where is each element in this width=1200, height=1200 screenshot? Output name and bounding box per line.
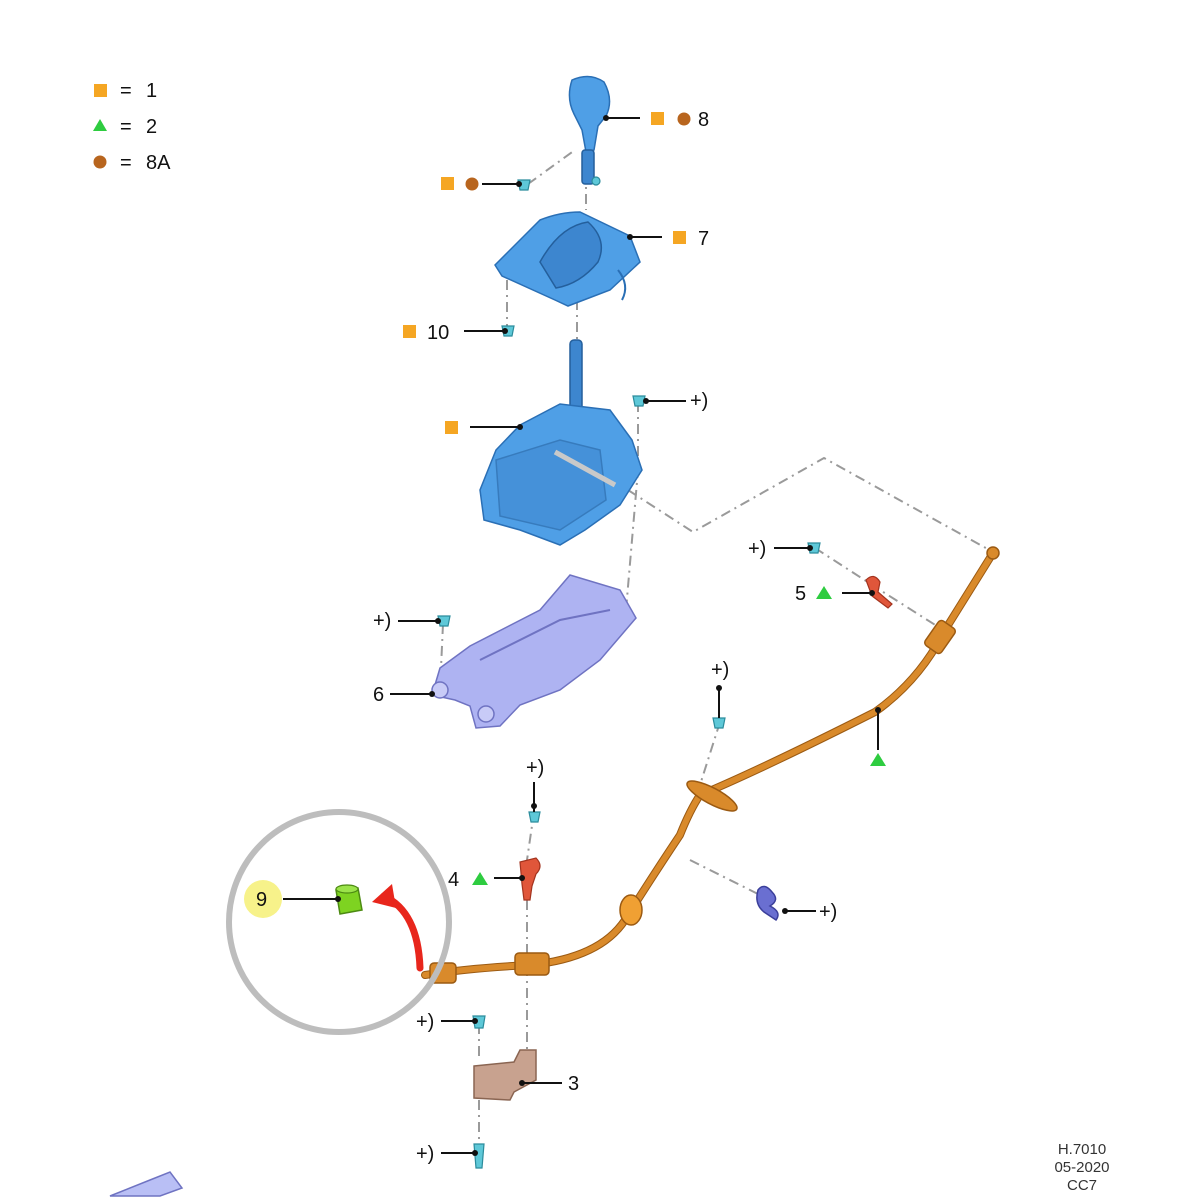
legend-equals: = — [120, 80, 132, 102]
callout-base-screw: +) — [373, 610, 441, 632]
plus-mark: +) — [373, 610, 391, 632]
callout-cable-triangle — [870, 707, 886, 766]
bushing-highlight-ring — [226, 809, 452, 1035]
cable-mid-screw[interactable] — [712, 717, 726, 729]
callout-bracket-screw-lower: +) — [416, 1143, 478, 1165]
callout-label: 8 — [698, 109, 709, 131]
plus-mark: +) — [819, 901, 837, 923]
callout-cable-mid-screw: +) — [711, 659, 729, 718]
cable-bushing[interactable] — [335, 884, 363, 915]
legend-equals: = — [120, 152, 132, 174]
square-icon — [441, 177, 454, 190]
callout-9: 9 — [244, 880, 341, 918]
callout-7: 7 — [627, 228, 709, 250]
callout-shifter — [445, 421, 523, 434]
plus-mark: +) — [690, 390, 708, 412]
square-icon — [651, 112, 664, 125]
circle-icon — [465, 177, 479, 191]
gear-shifter-assembly[interactable] — [479, 339, 643, 546]
callout-label: 3 — [568, 1073, 579, 1095]
callout-8: 8 — [603, 109, 709, 131]
cable-lower-bracket[interactable] — [473, 1049, 537, 1101]
callout-clip4-screw: +) — [526, 757, 544, 812]
callout-3: 3 — [519, 1073, 579, 1095]
shift-knob[interactable] — [568, 75, 611, 186]
legend-square-value: 1 — [146, 80, 157, 102]
triangle-icon — [870, 753, 886, 766]
legend-square-icon — [94, 84, 107, 97]
callout-6: 6 — [373, 684, 435, 706]
callout-label: 5 — [795, 583, 806, 605]
callout-label: 10 — [427, 322, 449, 344]
shift-cable[interactable] — [421, 546, 1000, 984]
cable-clip-upper[interactable] — [865, 575, 893, 609]
drawing-reference: H.7010 05-2020 CC7 — [1054, 1141, 1109, 1194]
plus-mark: +) — [416, 1143, 434, 1165]
legend-circle-icon — [93, 155, 107, 169]
callout-harness-clip: +) — [782, 901, 837, 923]
reference-line-2: 05-2020 — [1054, 1159, 1109, 1176]
plus-mark: +) — [416, 1011, 434, 1033]
circle-icon — [677, 112, 691, 126]
square-icon — [673, 231, 686, 244]
square-icon — [403, 325, 416, 338]
triangle-icon — [472, 872, 488, 885]
callout-shifter-screw: +) — [643, 390, 708, 412]
harness-clip[interactable] — [756, 885, 779, 922]
plus-mark: +) — [526, 757, 544, 779]
callout-4: 4 — [448, 869, 525, 891]
legend: = 1 = 2 = 8A — [93, 80, 171, 174]
red-arrow-icon — [372, 884, 424, 972]
orientation-arrow-icon — [109, 1171, 184, 1197]
callout-label: 9 — [256, 889, 267, 911]
callout-bracket-screw-upper: +) — [416, 1011, 478, 1033]
callout-knob-screw — [441, 177, 522, 191]
legend-equals: = — [120, 116, 132, 138]
callout-label: 4 — [448, 869, 459, 891]
clip4-screw[interactable] — [528, 811, 541, 823]
shifter-screw[interactable] — [632, 395, 646, 407]
callout-label: 7 — [698, 228, 709, 250]
callout-10: 10 — [403, 322, 508, 344]
reference-line-1: H.7010 — [1058, 1141, 1106, 1158]
legend-triangle-value: 2 — [146, 116, 157, 138]
square-icon — [445, 421, 458, 434]
callout-5: 5 — [795, 583, 875, 605]
callout-label: 6 — [373, 684, 384, 706]
reference-line-3: CC7 — [1067, 1177, 1097, 1194]
legend-triangle-icon — [93, 119, 107, 131]
plus-mark: +) — [748, 538, 766, 560]
shifter-base-bracket[interactable] — [431, 574, 637, 729]
callout-clip5-screw: +) — [748, 538, 813, 560]
bracket-screw-lower[interactable] — [473, 1143, 485, 1169]
cable-clip-lower[interactable] — [519, 857, 541, 901]
shifter-trim-bezel[interactable] — [494, 211, 641, 307]
highlight-badge — [244, 880, 282, 918]
plus-mark: +) — [711, 659, 729, 681]
triangle-icon — [816, 586, 832, 599]
legend-circle-value: 8A — [146, 152, 171, 174]
